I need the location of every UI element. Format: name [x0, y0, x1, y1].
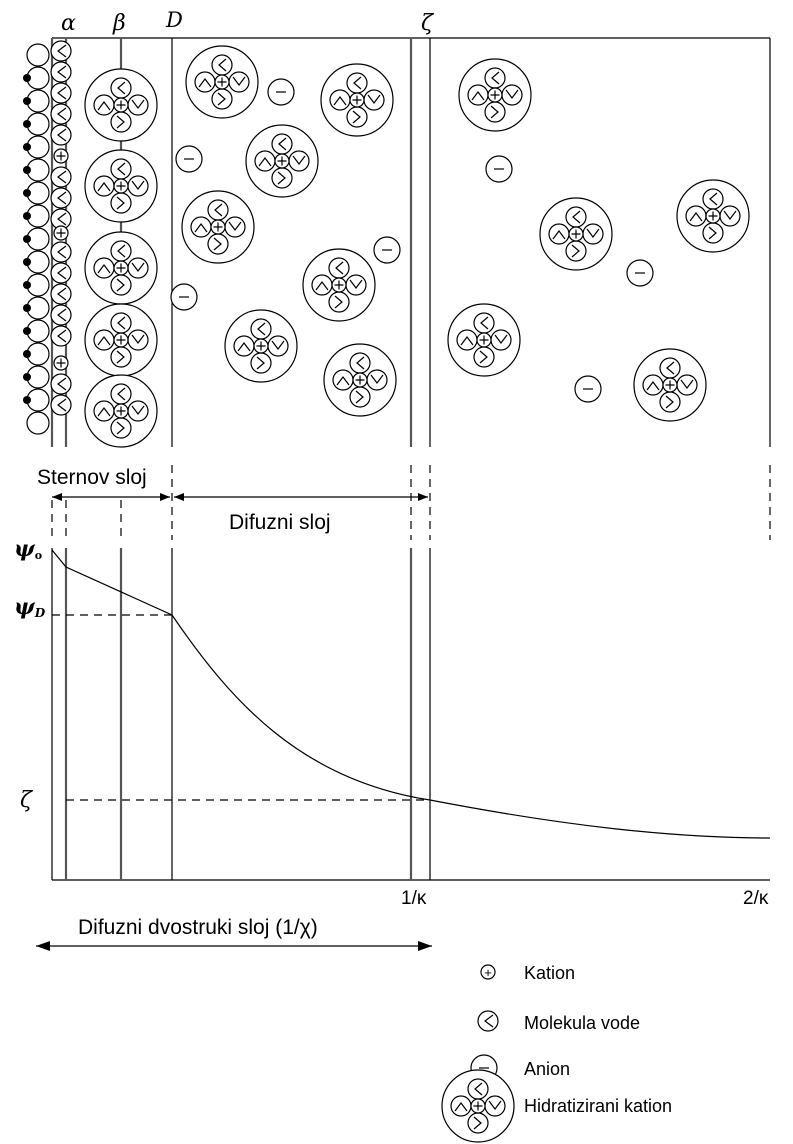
alpha-label: α: [61, 11, 76, 36]
legend: + Kation Molekula vode Anion Hidratizira…: [441, 963, 672, 1143]
stern-hydrated-cations: [84, 68, 158, 448]
particle-surface: [23, 43, 50, 435]
cation-icon: [480, 964, 496, 980]
legend-anion-label: Anion: [524, 1059, 570, 1079]
d-label: D: [165, 8, 183, 32]
legend-cation-label: Kation: [524, 963, 575, 983]
layer-schematic: α β D ζ: [23, 8, 771, 448]
svg-text:+: +: [484, 965, 492, 980]
double-layer-label: Difuzni dvostruki sloj (1/χ): [78, 916, 318, 939]
psi-zero-label: ψo: [14, 536, 42, 562]
water-molecule-icon: [477, 1010, 499, 1032]
zeta-potential-label: ζ: [20, 788, 34, 813]
hydrated-cation-icon: [441, 1069, 515, 1143]
two-over-kappa-label: 2/κ: [743, 888, 769, 909]
legend-water-label: Molekula vode: [524, 1013, 640, 1033]
stern-layer-label: Sternov sloj: [37, 466, 147, 489]
one-over-kappa-label: 1/κ: [401, 888, 427, 909]
potential-curve: [51, 549, 771, 839]
legend-water: Molekula vode: [477, 1010, 640, 1033]
diffuse-layer-ions: [170, 45, 750, 422]
legend-cation: + Kation: [480, 963, 575, 983]
double-layer-span: Difuzni dvostruki sloj (1/χ): [36, 916, 432, 951]
legend-hydrated-label: Hidratizirani kation: [524, 1096, 672, 1116]
adsorbed-water-layer: [50, 40, 72, 416]
diffuse-layer-label: Difuzni sloj: [229, 511, 331, 534]
legend-hydrated-cation: Hidratizirani kation: [441, 1069, 672, 1143]
potential-plot: ψo ψD ζ 1/κ 2/κ: [14, 536, 771, 909]
layer-brackets: Sternov sloj Difuzni sloj: [37, 465, 771, 540]
psi-d-label: ψD: [14, 594, 46, 620]
zeta-top-label: ζ: [421, 11, 435, 36]
beta-label: β: [112, 11, 126, 36]
